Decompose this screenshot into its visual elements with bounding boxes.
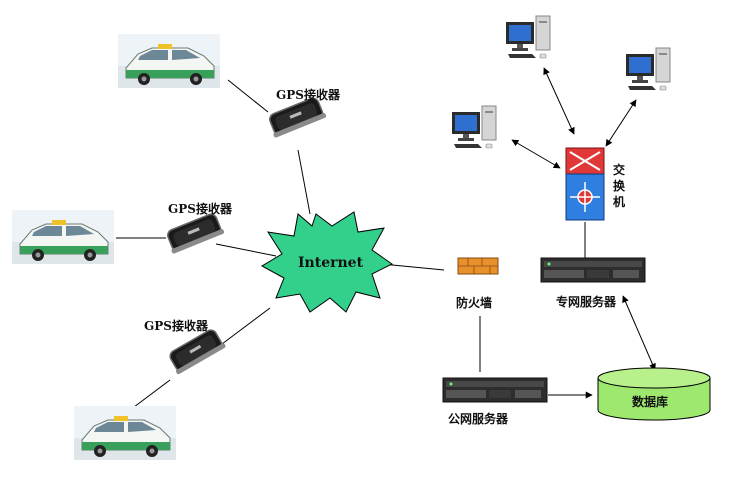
desktop-computer-icon [451, 105, 497, 149]
switch-label: 交换机 [612, 163, 625, 209]
private-server-label: 专网服务器 [556, 295, 617, 309]
link-gps3-internet [221, 307, 271, 345]
taxi-icon [11, 209, 115, 265]
arrow-privateserver-database [622, 295, 656, 371]
gps-receiver-icon [165, 326, 228, 376]
public-server-icon [442, 377, 548, 403]
database-label: 数据库 [632, 395, 669, 409]
gps-receiver-label: GPS接收器 [276, 88, 340, 102]
firewall-brick-icon [457, 257, 499, 275]
link-gps2-internet [215, 243, 277, 257]
arrow-pc1-switch [543, 67, 575, 135]
database-cylinder-icon [597, 367, 711, 421]
public-server-label: 公网服务器 [448, 412, 509, 426]
gps-receiver-label: GPS接收器 [144, 319, 208, 333]
arrow-pc2-switch [605, 99, 637, 147]
desktop-computer-icon [625, 47, 671, 91]
gps-receiver-label: GPS接收器 [168, 202, 232, 216]
network-switch-icon [565, 147, 605, 221]
link-internet-firewall [381, 263, 445, 271]
taxi-icon [117, 33, 221, 89]
internet-cloud-icon [260, 211, 393, 313]
gps-receiver-icon [163, 211, 226, 255]
link-gps1-internet [297, 149, 311, 215]
desktop-computer-icon [505, 15, 551, 59]
firewall-label: 防火墙 [456, 296, 493, 310]
internet-label: Internet [298, 255, 364, 271]
taxi-icon [73, 405, 177, 461]
link-taxi3-gps3 [129, 379, 171, 411]
private-server-icon [540, 257, 646, 283]
arrow-pc3-switch [511, 139, 561, 169]
link-taxi1-gps1 [227, 79, 269, 113]
